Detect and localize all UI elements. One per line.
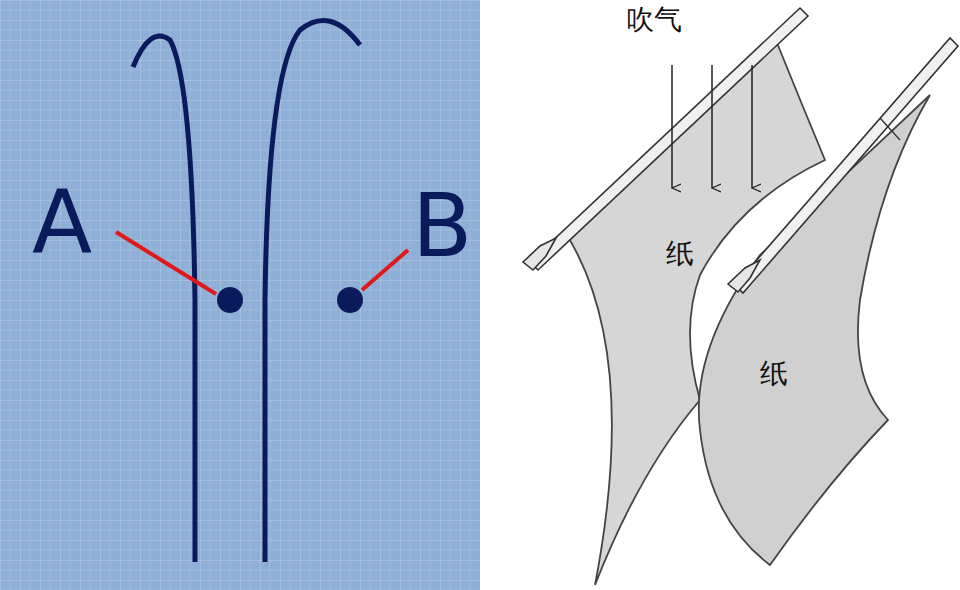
- pencil-rod: [728, 38, 958, 293]
- blow-label: 吹气: [626, 6, 682, 34]
- pencil-rod: [523, 8, 808, 270]
- point-dot: [337, 287, 363, 313]
- left-paper-curve: [133, 36, 195, 562]
- leader-line: [116, 232, 216, 294]
- air-arrow: [711, 65, 713, 188]
- point-label: A: [32, 178, 92, 266]
- point-label: B: [412, 182, 472, 270]
- paper-label: 纸: [760, 360, 788, 388]
- paper-label: 纸: [666, 240, 694, 268]
- point-dot: [217, 287, 243, 313]
- air-arrow: [751, 65, 753, 188]
- paper-sheet: [699, 95, 930, 565]
- leader-line: [362, 250, 408, 290]
- air-arrow: [671, 65, 673, 188]
- grid-background: [0, 0, 480, 590]
